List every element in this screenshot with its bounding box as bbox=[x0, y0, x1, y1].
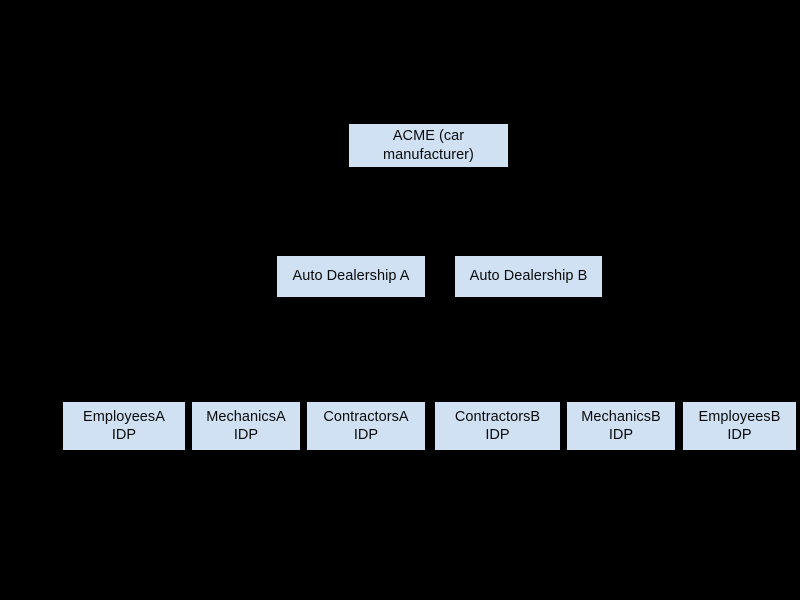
node-auto-dealership-b[interactable]: Auto Dealership B bbox=[455, 256, 602, 297]
node-contractorsb-idp[interactable]: ContractorsB IDP bbox=[435, 402, 560, 450]
node-mechanicsb-idp[interactable]: MechanicsB IDP bbox=[567, 402, 675, 450]
node-contractorsa-idp-label: ContractorsA IDP bbox=[323, 408, 409, 443]
node-auto-dealership-b-label: Auto Dealership B bbox=[469, 268, 588, 285]
node-employeesa-idp-label: EmployeesA IDP bbox=[83, 408, 165, 443]
node-mechanicsb-idp-label: MechanicsB IDP bbox=[581, 408, 661, 443]
node-acme[interactable]: ACME (car manufacturer) bbox=[349, 124, 508, 167]
node-auto-dealership-a-label: Auto Dealership A bbox=[292, 268, 410, 285]
node-employeesb-idp[interactable]: EmployeesB IDP bbox=[683, 402, 796, 450]
node-employeesa-idp[interactable]: EmployeesA IDP bbox=[63, 402, 185, 450]
node-employeesb-idp-label: EmployeesB IDP bbox=[698, 408, 781, 443]
node-contractorsa-idp[interactable]: ContractorsA IDP bbox=[307, 402, 425, 450]
node-auto-dealership-a[interactable]: Auto Dealership A bbox=[277, 256, 425, 297]
node-mechanicsa-idp[interactable]: MechanicsA IDP bbox=[192, 402, 300, 450]
node-contractorsb-idp-label: ContractorsB IDP bbox=[454, 408, 541, 443]
node-mechanicsa-idp-label: MechanicsA IDP bbox=[206, 408, 286, 443]
node-acme-label: ACME (car manufacturer) bbox=[383, 128, 474, 163]
